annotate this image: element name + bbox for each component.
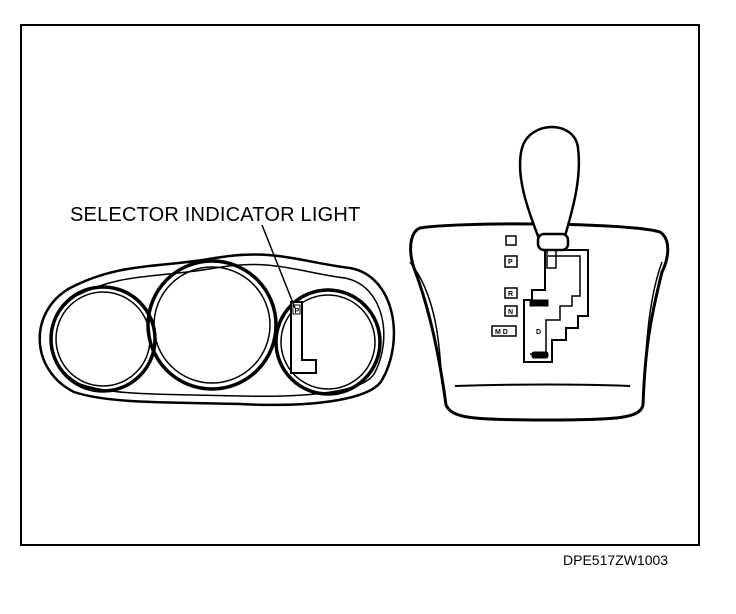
knob-collar bbox=[536, 232, 570, 252]
left-gauge bbox=[49, 285, 157, 393]
figure-code: DPE517ZW1003 bbox=[563, 552, 669, 568]
cluster-housing-inner bbox=[50, 263, 385, 398]
position-label-md: M D bbox=[495, 329, 508, 336]
position-label-n: N bbox=[508, 309, 513, 316]
position-box-1 bbox=[505, 235, 517, 246]
right-gauge bbox=[274, 288, 382, 396]
position-box-n bbox=[504, 305, 518, 317]
center-gauge bbox=[146, 259, 278, 391]
cluster-housing-outer bbox=[38, 253, 396, 407]
console-body bbox=[409, 222, 670, 422]
selector-indicator-light bbox=[290, 301, 317, 374]
shift-gate bbox=[523, 249, 589, 363]
selector-indicator-light-label: SELECTOR INDICATOR LIGHT bbox=[70, 204, 361, 226]
position-label-p: P bbox=[508, 259, 513, 266]
position-box-r bbox=[504, 287, 518, 299]
gate-label-d: D bbox=[536, 329, 541, 336]
indicator-letter-p: P bbox=[295, 308, 300, 315]
diagram-frame bbox=[20, 24, 700, 546]
position-box-p bbox=[504, 255, 518, 268]
shift-console bbox=[409, 125, 670, 422]
callout-leader-line bbox=[261, 224, 296, 309]
position-box-md bbox=[491, 325, 517, 337]
gear-knob bbox=[518, 125, 581, 238]
instrument-cluster bbox=[38, 224, 396, 407]
position-label-r: R bbox=[508, 291, 513, 298]
